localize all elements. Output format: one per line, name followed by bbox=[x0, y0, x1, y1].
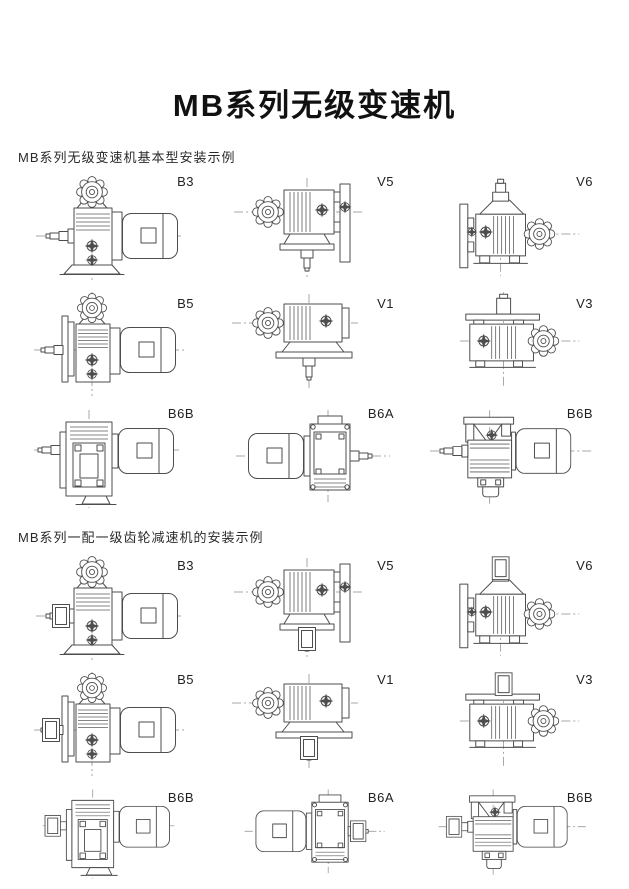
mount-code-label: B6A bbox=[367, 790, 394, 805]
drawing-cell-v3-geared: V3 bbox=[430, 666, 629, 784]
technical-drawing-v6 bbox=[430, 168, 629, 290]
technical-drawing-b3 bbox=[30, 168, 230, 290]
technical-drawing-v5 bbox=[230, 168, 430, 290]
technical-drawing-v1 bbox=[230, 290, 430, 400]
mount-code-label: V1 bbox=[377, 296, 394, 311]
mount-code-label: V3 bbox=[576, 296, 593, 311]
geared-type-grid: B3 V5 V6 B5 V1 V3 B6B B6A bbox=[30, 552, 629, 884]
mount-code-label: V6 bbox=[576, 174, 593, 189]
drawing-cell-v5: V5 bbox=[230, 168, 430, 290]
technical-drawing-b3-geared bbox=[30, 552, 230, 666]
technical-drawing-b6a bbox=[230, 400, 430, 518]
drawing-cell-v1-geared: V1 bbox=[230, 666, 430, 784]
mount-code-label: V3 bbox=[576, 672, 593, 687]
section2-heading: MB系列一配一级齿轮减速机的安装示例 bbox=[18, 530, 264, 545]
basic-type-grid: B3 V5 V6 B5 V1 V3 B6B B6A bbox=[30, 168, 629, 518]
drawing-cell-b3-geared: B3 bbox=[30, 552, 230, 666]
technical-drawing-b6b bbox=[30, 400, 230, 518]
drawing-cell-v1: V1 bbox=[230, 290, 430, 400]
mount-code-label: B5 bbox=[177, 672, 194, 687]
mount-code-label: B3 bbox=[177, 174, 194, 189]
drawing-cell-v6-geared: V6 bbox=[430, 552, 629, 666]
mount-code-label: V5 bbox=[377, 558, 394, 573]
mount-code-label: B5 bbox=[177, 296, 194, 311]
drawing-cell-v3: V3 bbox=[430, 290, 629, 400]
technical-drawing-b5-geared bbox=[30, 666, 230, 784]
technical-drawing-b6a-geared bbox=[230, 784, 430, 884]
mount-code-label: B6B bbox=[566, 790, 593, 805]
mount-code-label: B6B bbox=[167, 406, 194, 421]
drawing-cell-b5: B5 bbox=[30, 290, 230, 400]
technical-drawing-b5 bbox=[30, 290, 230, 400]
drawing-cell-b3: B3 bbox=[30, 168, 230, 290]
mount-code-label: B3 bbox=[177, 558, 194, 573]
mount-code-label: V6 bbox=[576, 558, 593, 573]
drawing-cell-b5-geared: B5 bbox=[30, 666, 230, 784]
mount-code-label: B6A bbox=[367, 406, 394, 421]
technical-drawing-v3-geared bbox=[430, 666, 629, 784]
drawing-cell-v6: V6 bbox=[430, 168, 629, 290]
mount-code-label: B6B bbox=[167, 790, 194, 805]
drawing-cell-b6b-geared: B6B bbox=[30, 784, 230, 884]
page-title: MB系列无级变速机 bbox=[172, 88, 457, 123]
technical-drawing-v5-geared bbox=[230, 552, 430, 666]
technical-drawing-v1-geared bbox=[230, 666, 430, 784]
technical-drawing-b6b-geared bbox=[430, 784, 629, 884]
mount-code-label: V5 bbox=[377, 174, 394, 189]
technical-drawing-v6-geared bbox=[430, 556, 629, 666]
mount-code-label: B6B bbox=[566, 406, 593, 421]
drawing-cell-b6a-geared: B6A bbox=[230, 784, 430, 884]
section1-heading: MB系列无级变速机基本型安装示例 bbox=[18, 150, 236, 165]
technical-drawing-b6b-geared bbox=[30, 784, 230, 884]
mount-code-label: V1 bbox=[377, 672, 394, 687]
technical-drawing-b6b bbox=[430, 400, 629, 518]
drawing-cell-v5-geared: V5 bbox=[230, 552, 430, 666]
drawing-cell-b6b-right: B6B bbox=[430, 400, 629, 518]
technical-drawing-v3 bbox=[430, 290, 629, 400]
drawing-cell-b6b: B6B bbox=[30, 400, 230, 518]
drawing-cell-b6b-geared-right: B6B bbox=[430, 784, 629, 884]
drawing-cell-b6a: B6A bbox=[230, 400, 430, 518]
